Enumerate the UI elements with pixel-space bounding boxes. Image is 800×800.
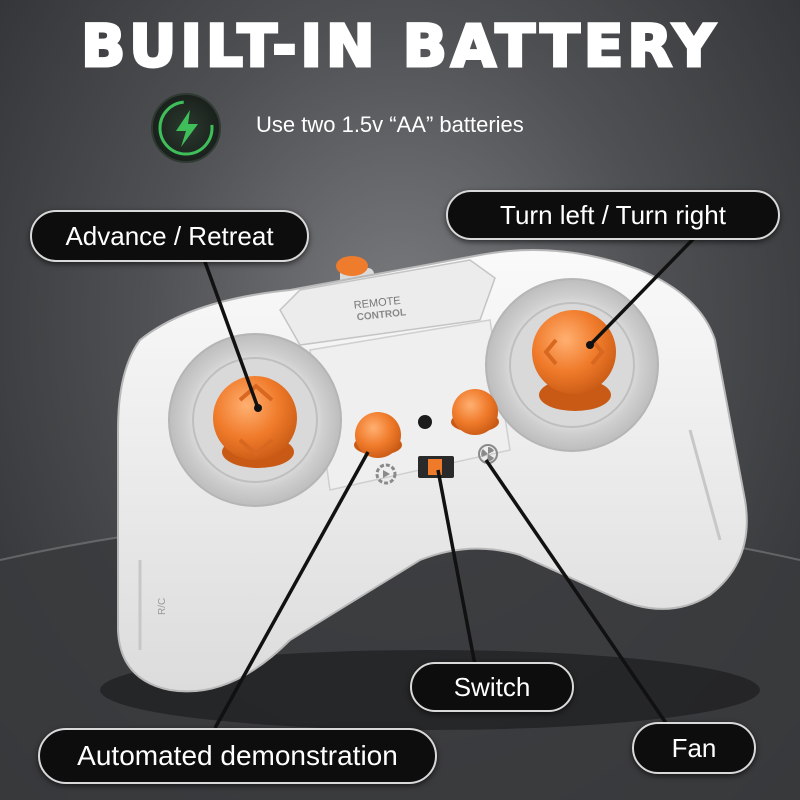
rc-mark: R/C <box>157 598 168 615</box>
callout-lines <box>198 230 702 729</box>
callout-advance-retreat: Advance / Retreat <box>30 210 309 262</box>
lightning-bolt-icon <box>176 110 198 147</box>
gear-play-icon <box>375 463 397 485</box>
callout-switch: Switch <box>410 662 574 712</box>
remote-label: REMOTE <box>353 295 401 312</box>
control-label: CONTROL <box>356 307 406 323</box>
left-joystick[interactable] <box>168 333 342 507</box>
callout-turn: Turn left / Turn right <box>446 190 780 240</box>
right-joystick[interactable] <box>485 278 659 452</box>
callout-line-fan <box>484 459 670 727</box>
controller-top-panel <box>279 259 496 346</box>
right-groove <box>688 429 722 541</box>
callout-line-demo <box>213 451 370 729</box>
callout-fan: Fan <box>632 722 756 774</box>
indicator-light <box>418 415 432 429</box>
callout-demo: Automated demonstration <box>38 728 437 784</box>
callout-line-left-stick <box>198 247 260 409</box>
antenna-tip <box>336 256 368 276</box>
callout-dot-left <box>254 404 262 412</box>
battery-badge <box>151 93 221 163</box>
battery-note: Use two 1.5v “AA” batteries <box>256 112 524 137</box>
page-title: BUILT-IN BATTERY <box>80 11 719 82</box>
power-switch[interactable] <box>418 456 454 478</box>
callout-line-right-stick <box>588 230 702 347</box>
callout-dot-right <box>586 341 594 349</box>
demo-button[interactable] <box>354 412 402 458</box>
fan-button[interactable] <box>451 389 499 435</box>
callout-line-switch <box>436 469 477 666</box>
